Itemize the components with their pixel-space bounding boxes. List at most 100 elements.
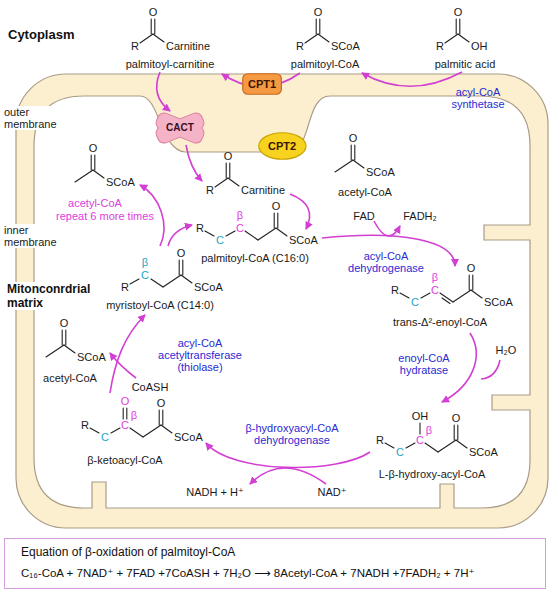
molecule-label: O <box>314 6 323 18</box>
chemical-bond <box>151 19 152 34</box>
molecule-label: palmitoyl-CoA (C16:0) <box>201 252 309 264</box>
transporter-body <box>258 133 305 160</box>
molecule-label: O <box>89 142 98 154</box>
atom-label: C <box>236 222 244 234</box>
atom-label: C <box>396 446 404 458</box>
region-label: Cytoplasm <box>8 27 74 42</box>
transporter-body <box>155 112 205 145</box>
chemical-bond <box>228 178 239 186</box>
atom-label: C <box>411 296 419 308</box>
atom-label: C <box>101 431 109 443</box>
chemical-bond <box>111 428 120 433</box>
enzyme-label: β-hydroxyacyl-CoA dehydrogenase <box>240 422 344 446</box>
chemical-bond <box>245 231 258 240</box>
chemical-bond <box>421 293 430 298</box>
chemical-bond <box>153 34 164 42</box>
chemical-bond <box>406 443 415 448</box>
molecule-label: O <box>467 262 476 274</box>
inner-membrane <box>34 96 530 508</box>
chemical-bond <box>154 19 155 34</box>
chemical-bond <box>274 213 275 228</box>
transporter-name: CPT1 <box>248 78 276 90</box>
molecule-label: O <box>149 6 158 18</box>
atom-label: β <box>131 409 137 421</box>
molecule-label: O <box>452 412 461 424</box>
atom-label: β <box>142 256 148 268</box>
chemical-bond <box>46 345 64 357</box>
molecule-label: acetyl-CoA <box>338 186 392 198</box>
molecule-label: SCoA <box>469 446 498 458</box>
equation-text: C₁₆-CoA + 7NAD⁺ + 7FAD +7CoASH + 7H₂O ⟶ … <box>21 566 475 581</box>
membrane-label: inner membrane <box>3 224 61 248</box>
reaction-arrow <box>186 145 202 181</box>
molecule-label: R <box>391 284 399 296</box>
chemical-bond <box>316 19 317 34</box>
chemical-bond <box>181 275 192 283</box>
chemical-bond <box>453 290 471 302</box>
enzyme-label: acyl-CoA synthetase <box>447 86 509 110</box>
molecule-label: SCoA <box>106 176 135 188</box>
atom-label: C <box>416 434 424 446</box>
molecule-label: OH <box>412 410 429 422</box>
reaction-arrow <box>290 194 310 229</box>
chemical-bond <box>93 170 104 178</box>
transporter-body <box>155 112 205 145</box>
chemical-bond <box>62 330 63 345</box>
molecule-label: NADH + H⁺ <box>186 486 243 498</box>
enzyme-label: acyl-CoA dehydrogenase <box>345 250 427 274</box>
reaction-arrow <box>362 72 462 86</box>
molecule-label: R <box>376 434 384 446</box>
equation-box: Equation of β-oxidation of palmitoyl-CoA… <box>4 538 546 589</box>
chemical-bond <box>442 298 450 304</box>
cofactor-arrow <box>481 360 500 379</box>
cofactor-arrow <box>374 221 400 236</box>
chemical-bond <box>319 19 320 34</box>
chemical-bond <box>205 231 214 236</box>
chemical-bond <box>215 178 228 187</box>
molecule-label: SCoA <box>331 40 360 52</box>
molecule-label: R <box>121 281 129 293</box>
chemical-bond <box>351 145 352 160</box>
chemical-bond <box>179 260 180 275</box>
molecule-label: O <box>454 6 463 18</box>
chemical-bond <box>438 440 456 452</box>
molecule-label: O <box>60 317 69 329</box>
chemical-bond <box>469 275 470 290</box>
molecule-label: palmitic acid <box>435 58 496 70</box>
molecule-label: myristoyl-CoA (C14:0) <box>106 299 214 311</box>
chemical-bond <box>163 275 181 287</box>
chemical-bond <box>140 34 153 43</box>
chemical-bond <box>229 163 230 178</box>
molecule-label: FADH₂ <box>403 210 437 222</box>
molecule-label: R <box>131 40 139 52</box>
molecule-label: R <box>81 419 89 431</box>
chemical-bond <box>445 34 458 43</box>
chemical-bond <box>123 408 124 419</box>
atom-label: β <box>237 209 243 221</box>
chemical-bond <box>456 440 467 448</box>
atom-label: C <box>431 284 439 296</box>
chemical-bond <box>130 428 143 437</box>
molecule-label: OH <box>471 40 488 52</box>
transporter-box: CPT1 <box>242 73 282 95</box>
molecule-label: SCoA <box>77 351 106 363</box>
chemical-bond <box>454 425 455 440</box>
chemical-bond <box>226 163 227 178</box>
chemical-bond <box>65 330 66 345</box>
membrane-label: outer membrane <box>3 106 61 130</box>
molecule-label: L-β-hydroxy-acyl-CoA <box>379 468 486 480</box>
molecule-label: FAD <box>353 210 374 222</box>
molecule-label: NAD⁺ <box>317 486 346 498</box>
molecule-label: trans-Δ²-enoyl-CoA <box>393 316 487 328</box>
atom-label: β <box>432 271 438 283</box>
cycle-arrow <box>168 225 192 246</box>
molecule-label: acetyl-CoA <box>43 372 97 384</box>
molecule-label: Carnitine <box>241 184 285 196</box>
enzyme-label: acyl-CoA acetyltransferase (thiolase) <box>152 337 248 373</box>
transporter-ellipse: CPT2 <box>258 132 307 160</box>
chemical-bond <box>94 155 95 170</box>
chemical-bond <box>276 228 287 236</box>
chemical-bond <box>471 290 482 298</box>
chemical-bond <box>459 19 460 34</box>
chemical-bond <box>400 293 409 298</box>
